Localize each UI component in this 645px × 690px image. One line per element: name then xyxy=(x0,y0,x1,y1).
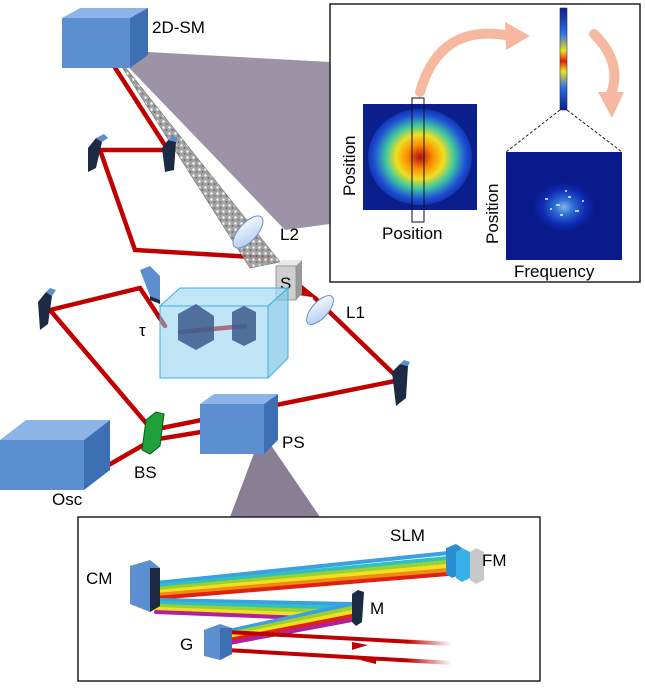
lens-l2 xyxy=(232,215,264,249)
slm-label: SLM xyxy=(390,526,425,545)
curved-mirror xyxy=(130,560,160,612)
oscillator-label: Osc xyxy=(52,490,83,509)
pulse-shaper-label: PS xyxy=(282,433,305,452)
pulse-shaper-box xyxy=(200,394,278,454)
inset-top-frequency-y-label: Position xyxy=(483,184,502,244)
fold-mirror-m xyxy=(352,590,364,626)
scatter-cone xyxy=(109,47,281,269)
beamsplitter xyxy=(141,411,165,455)
fm-label: FM xyxy=(482,551,507,570)
fold-mirror-fm xyxy=(470,548,484,584)
callout-shade-top xyxy=(112,50,330,230)
callout-shade-bottom xyxy=(230,432,320,517)
mirror-delay-top xyxy=(140,266,160,304)
curved-mirror-label: CM xyxy=(86,569,112,588)
lens-l1 xyxy=(306,295,334,325)
inset-top: Position Position Frequency Position xyxy=(329,3,641,283)
slm-device xyxy=(446,544,470,582)
grating xyxy=(204,624,232,660)
inset-top-frequency-label: Frequency xyxy=(514,262,595,281)
inset-top-position-y-label: Position xyxy=(340,136,359,196)
oscillator-box xyxy=(0,420,110,490)
spectrometer-label: 2D-SM xyxy=(152,18,205,37)
inset-top-position-x-label: Position xyxy=(382,224,442,243)
spectrometer-box xyxy=(62,8,148,68)
grating-label: G xyxy=(180,635,193,654)
mirror-top-right xyxy=(162,136,178,172)
lens-l1-label: L1 xyxy=(346,303,365,322)
sample-label: S xyxy=(280,274,291,293)
arrow-pink-2 xyxy=(589,29,620,101)
lens-l2-label: L2 xyxy=(280,225,299,244)
mirror-top-left xyxy=(88,134,108,172)
delay-label: τ xyxy=(139,321,146,340)
mirror-right xyxy=(392,360,410,406)
mirror-m-label: M xyxy=(370,599,384,618)
delay-stage xyxy=(158,286,290,380)
inset-bottom: CM M G SLM FM xyxy=(77,516,541,682)
beamsplitter-label: BS xyxy=(134,463,157,482)
mirror-delay-left xyxy=(38,288,56,330)
arrow-pink-1 xyxy=(415,28,515,97)
